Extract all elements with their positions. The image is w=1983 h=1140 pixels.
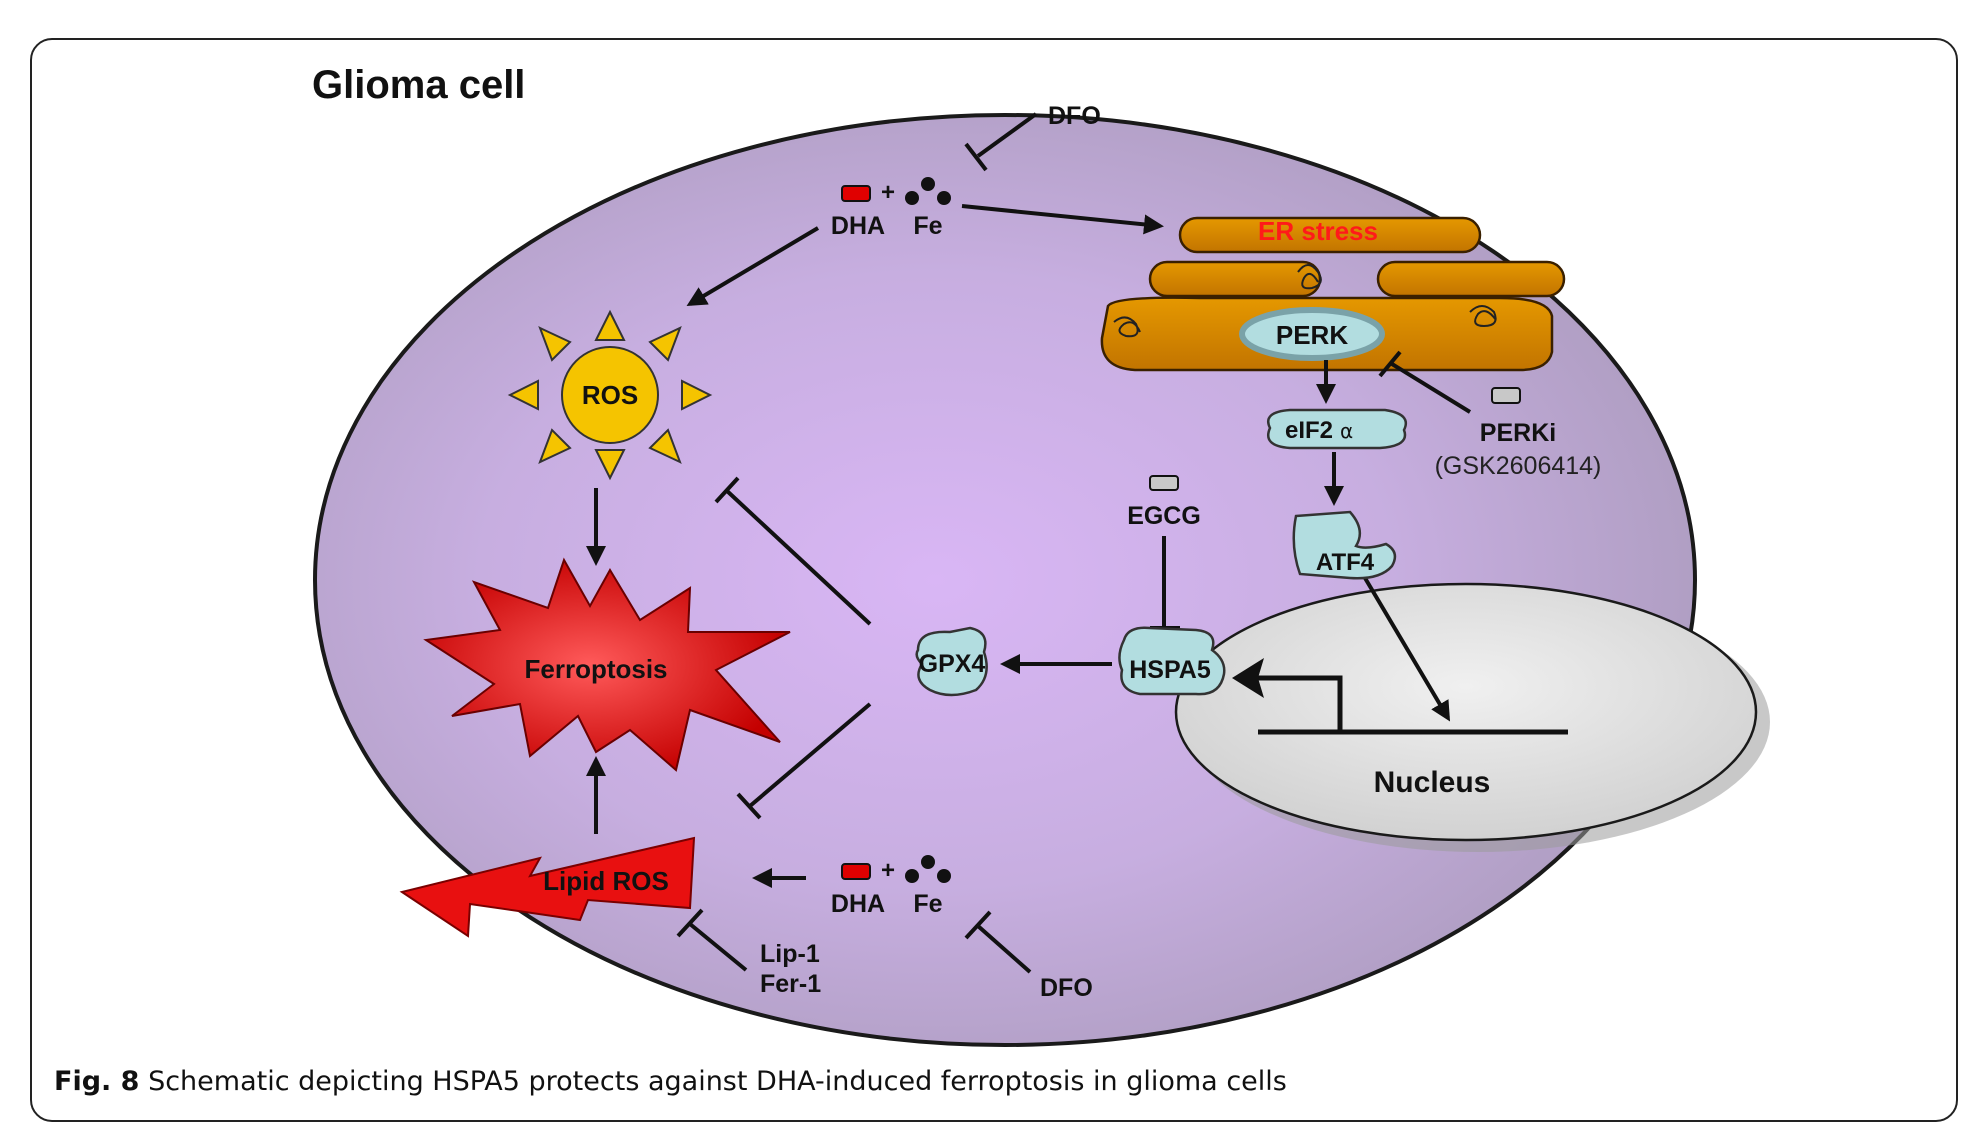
nucleus-label: Nucleus (1374, 766, 1491, 799)
misfolded-protein-cluster (1113, 264, 1497, 338)
figure-number: Fig. 8 (54, 1066, 140, 1097)
gpx4-protein (915, 626, 988, 697)
dfo-bottom-inhibition-line (976, 924, 1032, 974)
egcg-label: EGCG (1127, 502, 1201, 530)
fe-label-top: Fe (913, 212, 942, 240)
dha-to-ros-arrow (686, 226, 820, 307)
dfo-top-inhibition-bar (964, 142, 988, 172)
dfo-top-inhibition-line (976, 112, 1038, 158)
egcg-drug (1149, 475, 1179, 491)
perki-compound-label: (GSK2606414) (1435, 452, 1602, 480)
er-stress-label: ER stress (1258, 216, 1378, 246)
dfo-label-top: DFO (1048, 102, 1101, 130)
dfo-bottom-inhibition-bar (964, 910, 992, 940)
eif2-label: eIF2 (1285, 417, 1333, 444)
transcription-arrow (1238, 675, 1343, 732)
hspa5-label: HSPA5 (1129, 656, 1211, 684)
atf4-to-gene-arrow (1363, 576, 1451, 722)
atf4-protein (1292, 510, 1397, 580)
cell-title: Glioma cell (312, 63, 525, 107)
fe-ions-bottom (905, 855, 951, 883)
caption-text: Schematic depicting HSPA5 protects again… (139, 1066, 1287, 1097)
dfo-label-bottom: DFO (1040, 974, 1093, 1002)
lipid-ros-bolt (399, 836, 696, 938)
hspa5-protein (1118, 626, 1226, 696)
gpx4-inhibits-ros-bar (714, 476, 740, 504)
endoplasmic-reticulum (1100, 216, 1566, 372)
ferroptosis-label: Ferroptosis (524, 654, 667, 684)
perki-label: PERKi (1480, 419, 1556, 447)
dha-drug-bottom (841, 863, 871, 880)
lip1-label: Lip-1 (760, 940, 820, 968)
dha-label-bottom: DHA (831, 890, 885, 918)
gpx4-inhibits-lipid-ros-bar (736, 792, 762, 820)
lip1-inhibition-line (688, 922, 748, 972)
dha-to-er-arrow (961, 204, 1164, 235)
perki-inhibition-bar (1378, 350, 1402, 378)
perk-protein (1239, 307, 1385, 361)
eif2-alpha-symbol: α (1340, 419, 1353, 443)
perk-label: PERK (1276, 320, 1348, 350)
nucleus (1174, 582, 1758, 842)
lip1-inhibition-bar (676, 908, 704, 938)
ferroptosis-burst (423, 557, 791, 772)
perki-drug (1491, 387, 1521, 404)
gpx4-label: GPX4 (919, 650, 986, 678)
gpx4-inhibits-ros-line (724, 488, 872, 626)
lipid-ros-label: Lipid ROS (543, 866, 669, 896)
plus-bottom: + (881, 857, 895, 884)
ros-sun (507, 309, 713, 481)
dha-label-top: DHA (831, 212, 885, 240)
atf4-label: ATF4 (1316, 549, 1375, 576)
gpx4-inhibits-lipid-ros-line (748, 702, 872, 808)
fer1-label: Fer-1 (760, 970, 821, 998)
transcription-arrowhead (1232, 658, 1264, 698)
dha-drug-top (841, 185, 871, 202)
ros-label: ROS (582, 380, 638, 410)
perki-inhibition-line (1390, 362, 1472, 414)
plus-top: + (881, 179, 895, 206)
fe-label-bottom: Fe (913, 890, 942, 918)
eif2-alpha-protein (1267, 408, 1408, 450)
figure-caption: Fig. 8 Schematic depicting HSPA5 protect… (54, 1066, 1287, 1097)
fe-ions-top (905, 177, 951, 205)
